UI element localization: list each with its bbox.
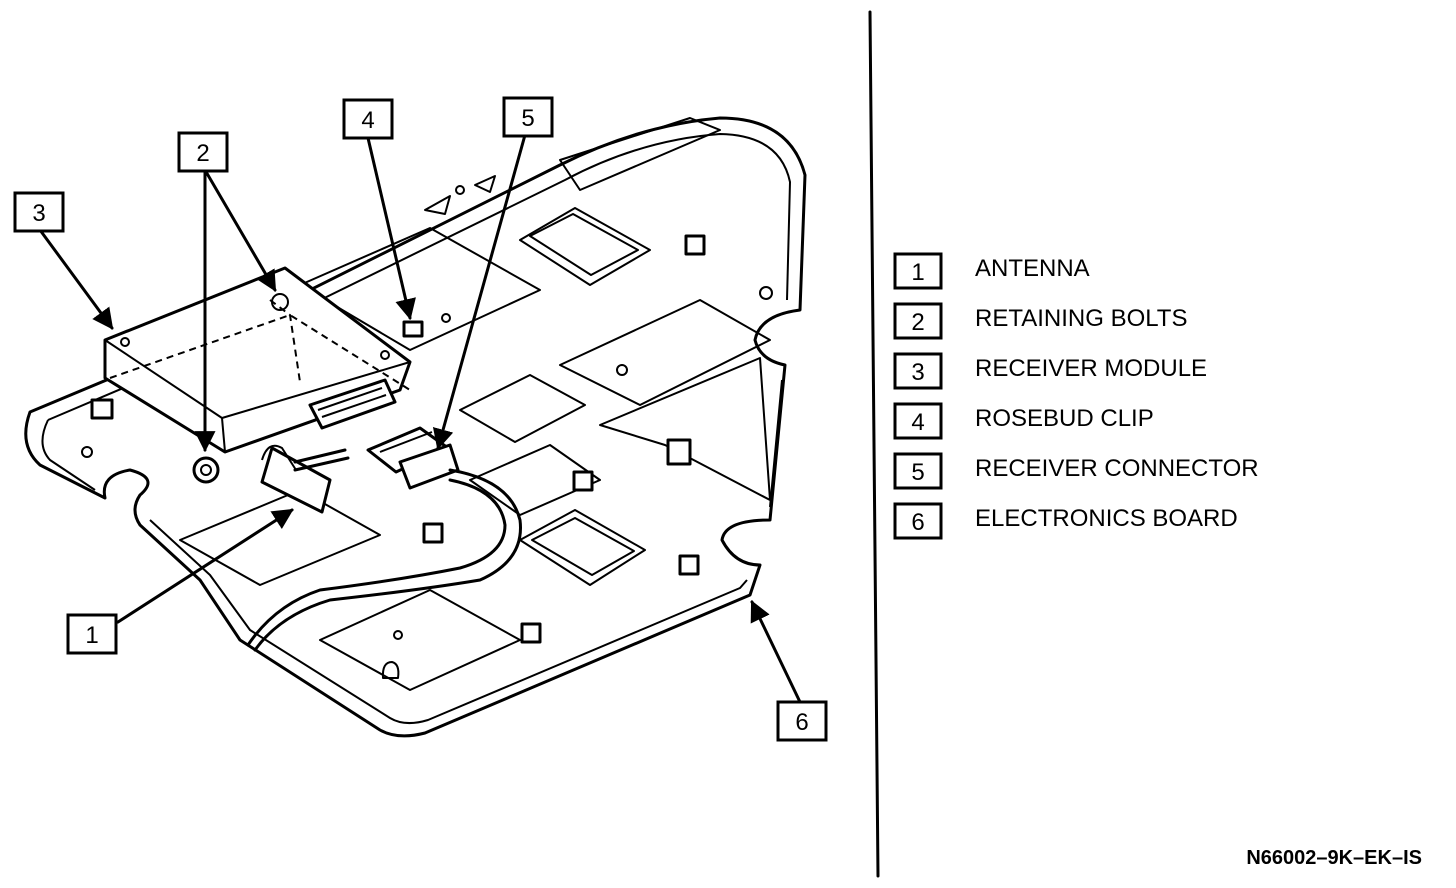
svg-text:2: 2 (911, 309, 924, 336)
svg-text:6: 6 (911, 509, 924, 536)
callout-3: 3 (13, 191, 114, 330)
receiver-connector (246, 426, 522, 652)
legend: 1 ANTENNA 2 RETAINING BOLTS 3 RECEIVER M… (893, 252, 1259, 540)
legend-item-1: 1 ANTENNA (893, 252, 1090, 290)
svg-text:1: 1 (911, 259, 924, 286)
legend-item-4: 4 ROSEBUD CLIP (893, 402, 1154, 440)
svg-text:1: 1 (85, 622, 98, 649)
svg-text:6: 6 (795, 709, 808, 736)
legend-item-2: 2 RETAINING BOLTS (893, 302, 1187, 340)
svg-text:5: 5 (911, 459, 924, 486)
svg-text:2: 2 (196, 140, 209, 167)
svg-text:3: 3 (911, 359, 924, 386)
svg-text:ELECTRONICS BOARD: ELECTRONICS BOARD (975, 505, 1238, 532)
legend-item-3: 3 RECEIVER MODULE (893, 352, 1207, 390)
svg-text:3: 3 (32, 200, 45, 227)
svg-text:4: 4 (911, 409, 924, 436)
receiver-module (103, 266, 451, 484)
svg-text:5: 5 (521, 105, 534, 132)
svg-text:ANTENNA: ANTENNA (975, 255, 1090, 282)
svg-text:RETAINING BOLTS: RETAINING BOLTS (975, 305, 1187, 332)
svg-text:ROSEBUD CLIP: ROSEBUD CLIP (975, 405, 1154, 432)
svg-text:RECEIVER CONNECTOR: RECEIVER CONNECTOR (975, 455, 1259, 482)
figure-code: N66002–9K–EK–IS (1246, 847, 1422, 869)
legend-item-6: 6 ELECTRONICS BOARD (893, 502, 1238, 540)
antenna (260, 444, 350, 514)
callout-4: 4 (342, 98, 416, 321)
vertical-divider (868, 10, 880, 878)
electronics-board (24, 116, 807, 738)
svg-text:4: 4 (361, 107, 374, 134)
callout-5: 5 (432, 96, 554, 451)
svg-text:RECEIVER MODULE: RECEIVER MODULE (975, 355, 1207, 382)
legend-item-5: 5 RECEIVER CONNECTOR (893, 452, 1259, 490)
callout-6: 6 (750, 600, 828, 742)
callout-1: 1 (66, 508, 294, 655)
callout-2: 2 (177, 131, 277, 453)
